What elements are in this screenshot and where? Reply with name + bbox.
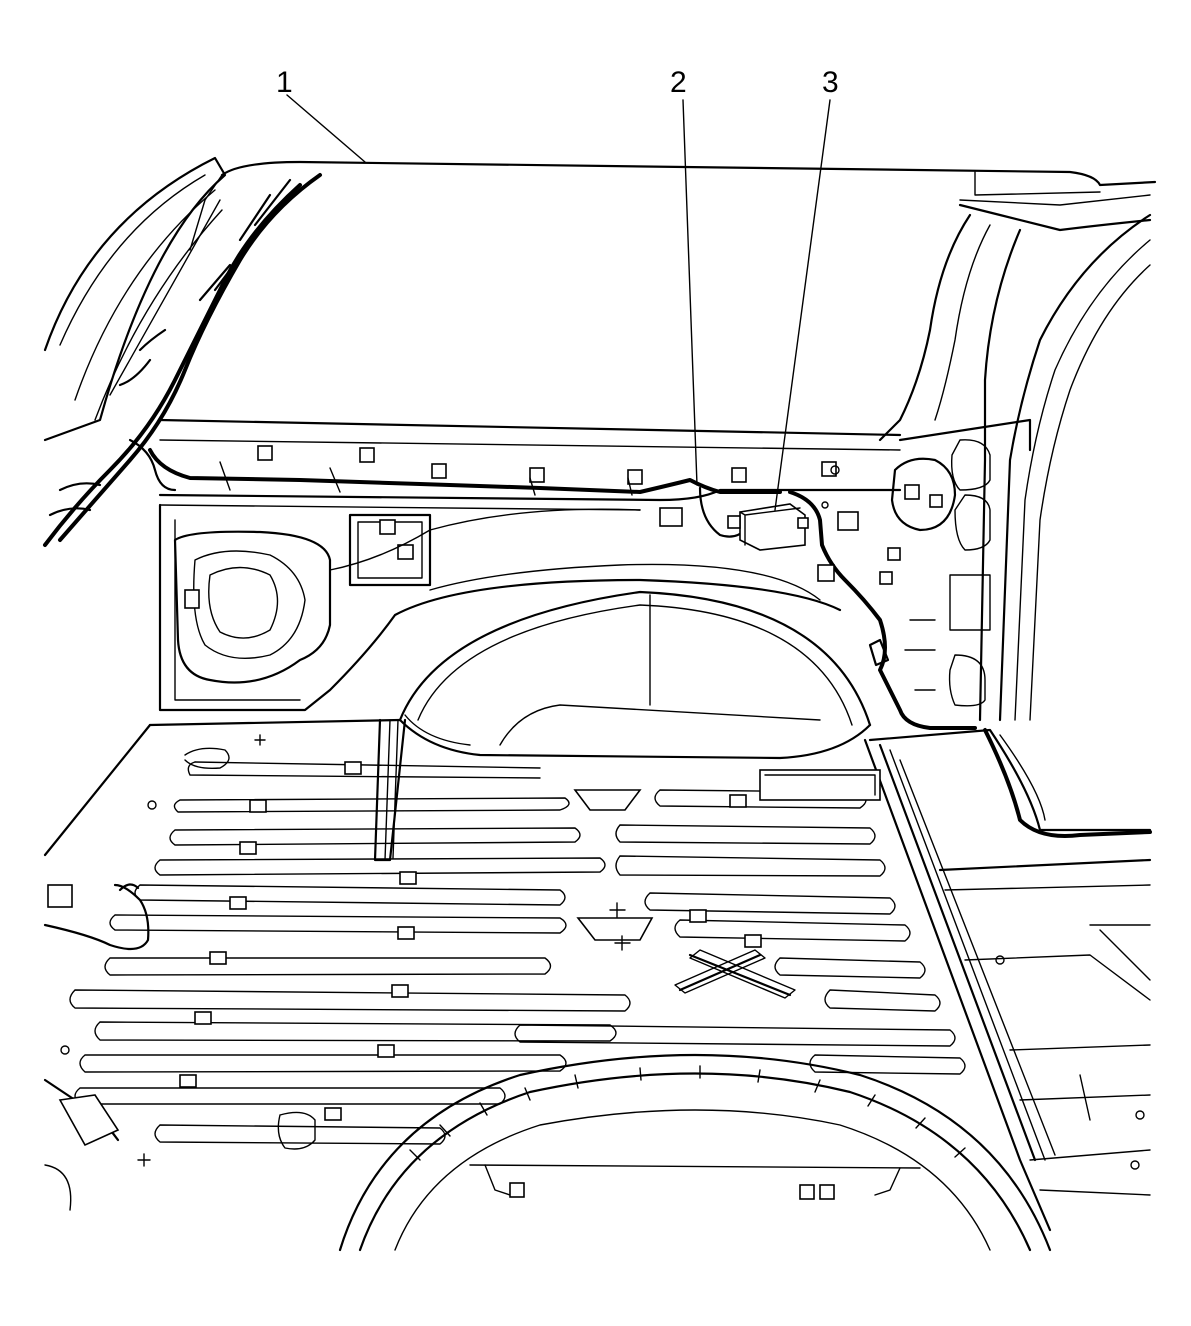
- center-wiring-harness: [148, 448, 977, 730]
- quarter-panel-inner: [158, 465, 859, 712]
- callout-labels: 1 2 3: [276, 66, 839, 99]
- left-wiring-harness: [43, 173, 322, 547]
- leader-line-2: [682, 99, 698, 486]
- left-floor-harness: [43, 883, 150, 1211]
- callout-leaders: [286, 94, 831, 511]
- roof-panel: [189, 160, 1157, 251]
- rear-wheel-well: [398, 590, 872, 760]
- rib-pads: [179, 761, 762, 1121]
- leader-line-1: [286, 94, 366, 163]
- leader-line-3: [774, 99, 831, 511]
- left-door-pillar: [43, 156, 227, 442]
- callout-2: 2: [670, 66, 687, 99]
- load-floor: [43, 718, 1056, 1232]
- foreground-wheelhouse: [338, 1053, 1052, 1252]
- callout-3: 3: [822, 66, 839, 99]
- callout-1: 1: [276, 66, 293, 99]
- floor-ribs: [69, 761, 966, 1145]
- right-side-body: [868, 728, 1152, 1196]
- control-module: [727, 503, 809, 551]
- side-rail-channel: [158, 418, 902, 511]
- d-pillar-structure: [878, 203, 1152, 722]
